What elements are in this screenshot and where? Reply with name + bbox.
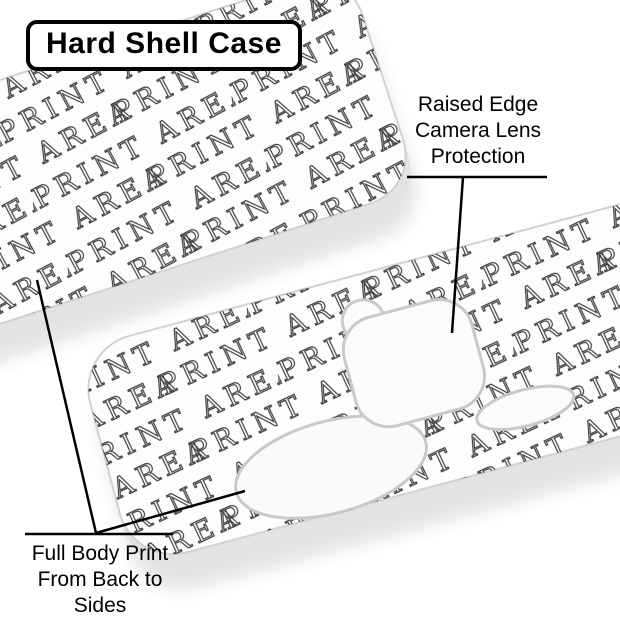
fullbody-annotation-line-1: Full Body Print xyxy=(31,542,169,565)
case-back-main xyxy=(87,157,620,591)
camera-annotation-line-3: Protection xyxy=(430,145,526,168)
camera-annotation-leader-line xyxy=(450,176,465,334)
camera-lens-annotation: Raised Edge Camera Lens Protection xyxy=(398,92,558,170)
fullbody-annotation-line-2: From Back to xyxy=(37,568,163,591)
full-body-print-annotation: Full Body Print From Back to Sides xyxy=(22,541,178,619)
fullbody-annotation-line-3: Sides xyxy=(73,594,127,617)
case-print-area xyxy=(0,0,406,348)
fullbody-annotation-leader-left xyxy=(35,279,98,534)
camera-cutout xyxy=(341,298,487,429)
case-back-upper xyxy=(0,0,418,384)
flash-cutout xyxy=(475,384,576,432)
title-badge: Hard Shell Case xyxy=(26,20,302,71)
title-badge-label: Hard Shell Case xyxy=(46,27,282,60)
fullbody-annotation-leader-right xyxy=(95,489,246,535)
annotation-lines xyxy=(25,175,547,536)
camera-annotation-line-2: Camera Lens xyxy=(414,119,542,142)
camera-annotation-line-1: Raised Edge xyxy=(417,93,539,116)
